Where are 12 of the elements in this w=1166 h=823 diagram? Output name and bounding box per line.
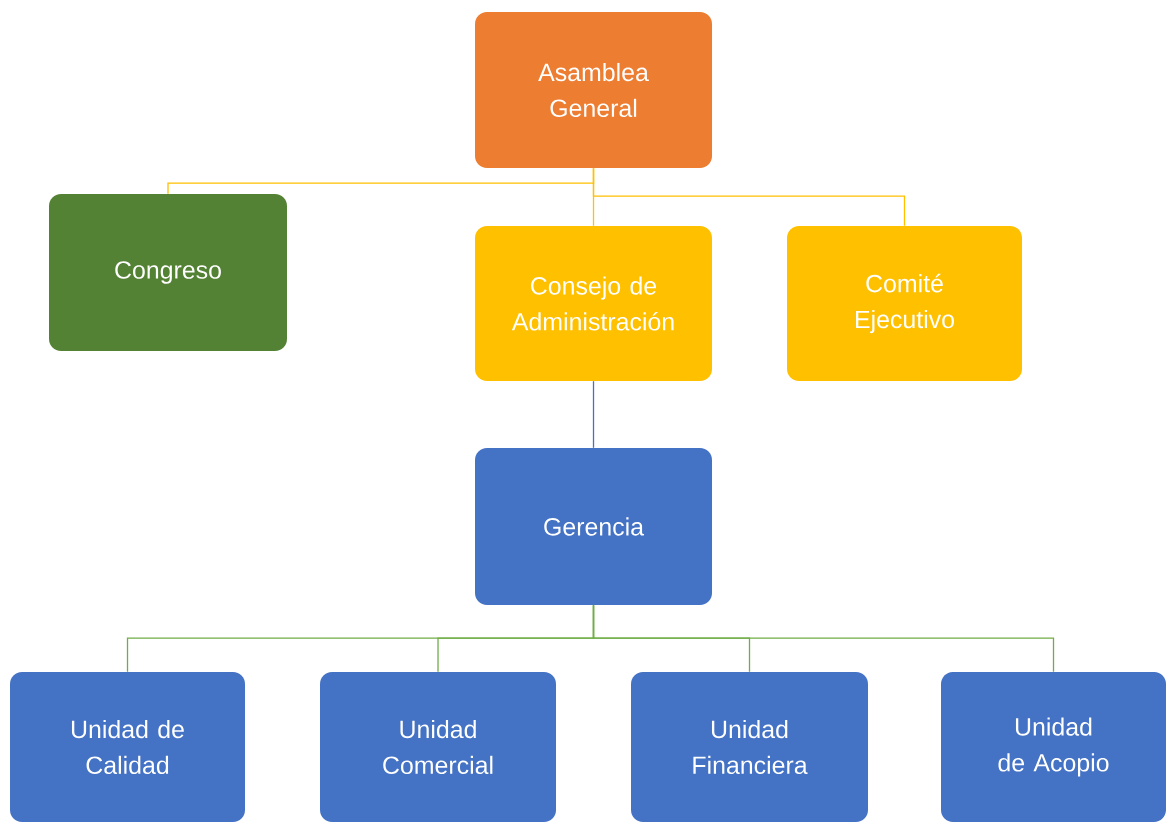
org-box: Unidad de Calidad — [10, 672, 245, 822]
connector-line — [592, 380, 595, 449]
connector-line — [592, 604, 1055, 673]
org-box: Asamblea General — [475, 12, 712, 168]
connector-line — [592, 167, 906, 227]
org-box: Congreso — [49, 194, 287, 351]
org-box: Consejo de Administración — [475, 226, 712, 381]
org-box: Gerencia — [475, 448, 712, 605]
org-box: Comité Ejecutivo — [787, 226, 1022, 381]
org-box: Unidad de Acopio — [941, 672, 1166, 822]
org-box: Unidad Financiera — [631, 672, 868, 822]
org-box: Unidad Comercial — [320, 672, 556, 822]
